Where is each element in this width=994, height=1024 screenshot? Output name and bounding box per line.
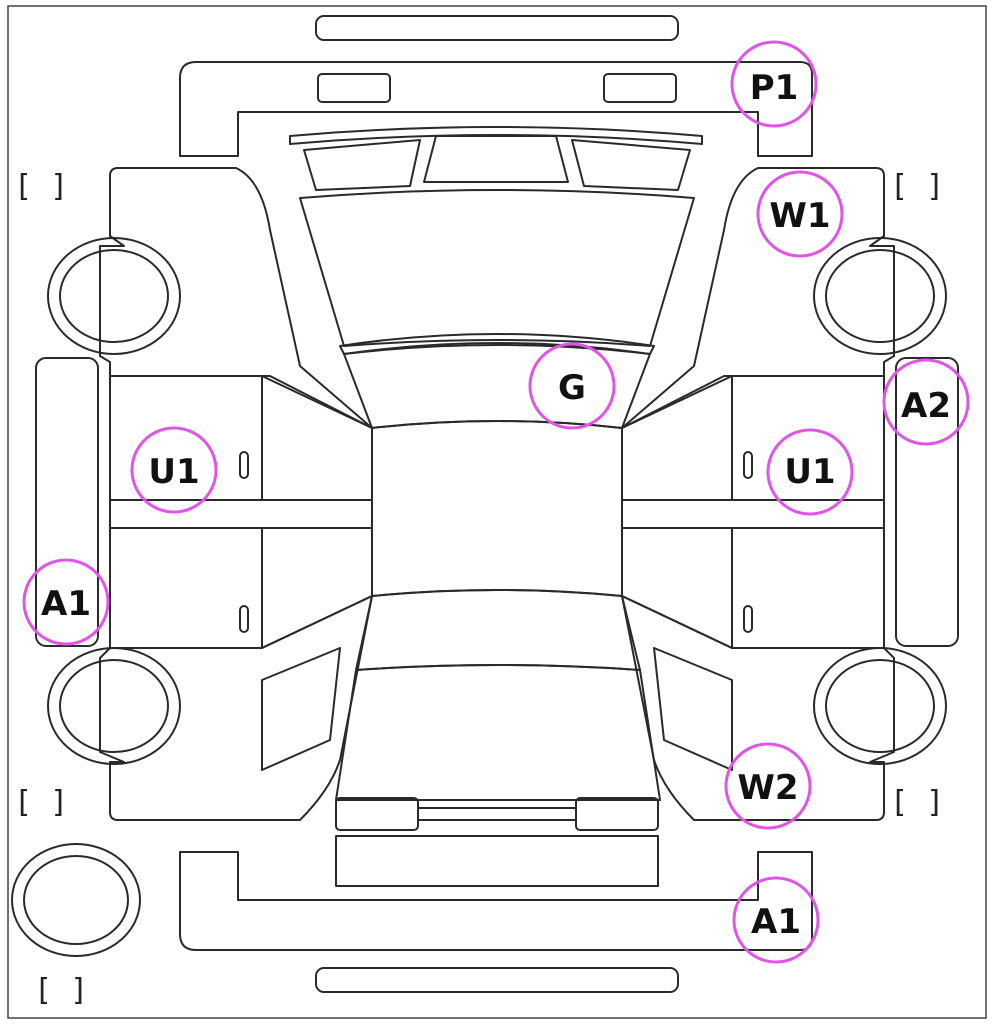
right-rear-handle <box>743 605 753 633</box>
mark-code: P1 <box>750 68 799 108</box>
damage-mark: A2 <box>882 358 970 446</box>
rear-left-light-outline <box>335 797 419 831</box>
trunk-panel <box>335 664 661 801</box>
damage-mark: W1 <box>756 170 844 258</box>
spare-rim <box>23 855 129 945</box>
damage-mark: G <box>528 342 616 430</box>
bracket-rear-left: [ ] <box>14 785 68 820</box>
damage-mark: U1 <box>766 428 854 516</box>
mark-circle <box>528 342 616 430</box>
rear-spoiler-outline <box>315 967 679 993</box>
mark-circle <box>730 40 818 128</box>
left-rear-handle <box>239 605 249 633</box>
damage-mark: W2 <box>724 742 812 830</box>
front-left-tire <box>47 237 181 355</box>
mark-code: U1 <box>148 452 199 492</box>
bracket-spare: [ ] <box>34 973 88 1008</box>
rear-right-rim <box>825 659 935 753</box>
rear-left-tire <box>47 647 181 765</box>
rear-right-fender-outline <box>621 595 895 821</box>
left-rocker-outline <box>35 357 99 647</box>
bracket-front-right: [ ] <box>890 169 944 204</box>
diagram-frame <box>7 5 987 1019</box>
mark-code: G <box>558 368 586 408</box>
rear-panel-outline <box>335 835 659 887</box>
bracket-front-left: [ ] <box>14 169 68 204</box>
mark-circle <box>756 170 844 258</box>
damage-mark: A1 <box>732 876 820 964</box>
front-left-grille <box>303 139 421 191</box>
rear-left-rim <box>59 659 169 753</box>
hood-panel <box>299 189 695 347</box>
rear-right-tire <box>813 647 947 765</box>
rear-right-light-outline <box>575 797 659 831</box>
mark-circle <box>724 742 812 830</box>
mark-circle <box>22 558 110 646</box>
front-center-grille <box>423 135 569 183</box>
front-right-tire <box>813 237 947 355</box>
mark-circle <box>766 428 854 516</box>
mark-circle <box>130 426 218 514</box>
mark-code: U1 <box>784 452 835 492</box>
mark-code: W1 <box>769 196 830 236</box>
damage-mark: U1 <box>130 426 218 514</box>
front-bumper-outline <box>179 61 813 157</box>
mark-code: W2 <box>737 768 798 808</box>
rear-garnish <box>417 807 577 821</box>
hood-front-edge <box>289 126 703 145</box>
mark-circle <box>882 358 970 446</box>
bracket-rear-right: [ ] <box>890 785 944 820</box>
front-right-grille <box>571 139 691 191</box>
left-front-handle <box>239 451 249 479</box>
mark-code: A2 <box>901 386 951 426</box>
damage-mark: A1 <box>22 558 110 646</box>
front-left-rim <box>59 249 169 343</box>
front-right-light-outline <box>603 73 677 103</box>
front-right-rim <box>825 249 935 343</box>
rear-right-quarter-glass <box>653 647 733 771</box>
front-left-light-outline <box>317 73 391 103</box>
damage-mark: P1 <box>730 40 818 128</box>
spare-tire <box>11 843 141 957</box>
right-front-handle <box>743 451 753 479</box>
mark-code: A1 <box>41 584 91 624</box>
right-rocker-outline <box>895 357 959 647</box>
front-spoiler-outline <box>315 15 679 41</box>
rear-left-fender-outline <box>99 595 373 821</box>
mark-code: A1 <box>751 902 801 942</box>
rear-left-quarter-glass <box>261 647 341 771</box>
mark-circle <box>732 876 820 964</box>
